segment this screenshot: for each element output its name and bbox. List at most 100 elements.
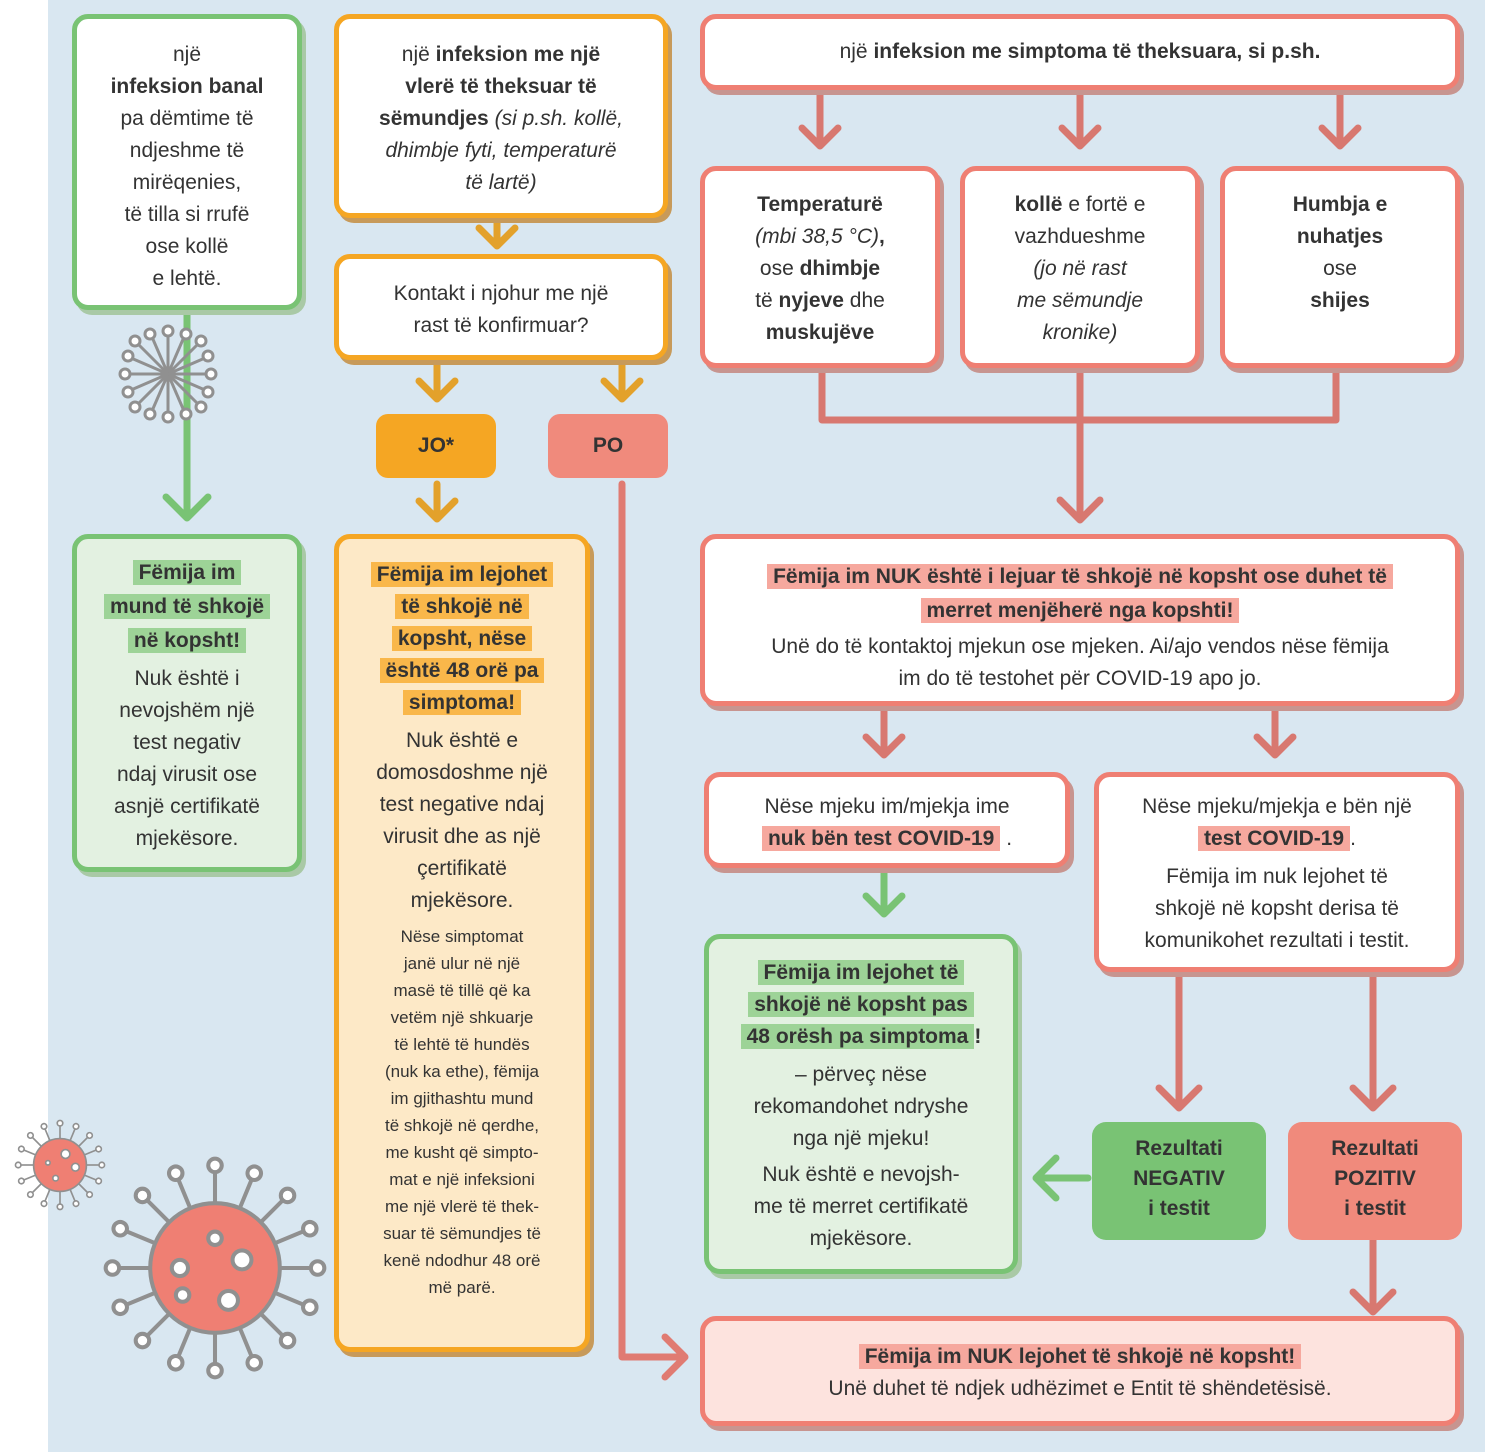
text: një (172, 43, 202, 66)
text: sëmundjes (379, 107, 489, 130)
text: dhimbje (799, 257, 881, 280)
arrow-head-green-2 (862, 892, 906, 918)
text: (mbi 38,5 °C) (755, 225, 880, 248)
answer-no-pill: JO* (376, 414, 496, 478)
text: shkojë në kopsht derisa të (1155, 897, 1399, 920)
box-marked-symptoms: një infeksion me simptoma të theksuara, … (700, 14, 1460, 90)
text: Nëse simptomat (400, 927, 524, 946)
text: NEGATIV (1133, 1167, 1225, 1190)
text: ose (759, 257, 800, 280)
text: Kontakt i njohur me një (393, 282, 609, 305)
text: kenë ndodhur 48 orë (383, 1251, 541, 1270)
arrow-head-orange-4 (415, 497, 459, 523)
text: më parë. (428, 1278, 496, 1297)
arrow-head-red-1 (798, 124, 842, 150)
text: nevojshëm një (119, 699, 255, 722)
arrow-head-red-9 (1349, 1288, 1397, 1316)
answer-yes-pill: PO (548, 414, 668, 478)
box-smell-taste: Humbja e nuhatjes ose shijes (1220, 166, 1460, 368)
arrow-head-red-3 (1318, 124, 1362, 150)
text: Rezultati (1331, 1137, 1419, 1160)
text: të lartë) (465, 171, 537, 194)
text: shijes (1310, 289, 1370, 312)
text: infeksion me një (435, 43, 601, 66)
virus-icon-large (106, 1159, 325, 1378)
box-no-test: Nëse mjeku im/mjekja ime nuk bën test CO… (704, 772, 1070, 868)
text: Nuk është i (134, 667, 240, 690)
text: Nuk është e nevojsh- (762, 1163, 960, 1186)
arrow-head-red-4 (1056, 496, 1104, 524)
text: mat e një infeksioni (389, 1170, 535, 1189)
text: (si p.sh. kollë, (488, 107, 623, 130)
text: Fëmija im NUK është i lejuar të shkojë n… (767, 564, 1393, 589)
virus-icon-small (14, 1119, 106, 1211)
text: Fëmija im lejohet (370, 562, 554, 587)
text: simptoma! (402, 690, 522, 715)
text: nuk bën test COVID-19 (761, 826, 1001, 851)
box-not-allowed-contact-doctor: Fëmija im NUK është i lejuar të shkojë n… (700, 534, 1460, 706)
text: Temperaturë (757, 193, 883, 216)
text: me të merret certifikatë (753, 1195, 969, 1218)
arrow-head-red-8 (1349, 1084, 1397, 1112)
text: të (755, 289, 779, 312)
text: Fëmija im NUK lejohet të shkojë në kopsh… (858, 1344, 1302, 1369)
text: ndjeshme të (129, 139, 245, 162)
text: kollë (1014, 193, 1063, 216)
text: Nuk është e (405, 729, 519, 752)
text: Fëmija im (132, 560, 242, 585)
text: test negative ndaj (379, 793, 545, 816)
text: dhimbje fyti, temperaturë (385, 139, 617, 162)
text: Humbja e (1292, 193, 1388, 216)
arrow-head-red-2 (1058, 124, 1102, 150)
text: një (839, 40, 874, 63)
text: rast të konfirmuar? (413, 314, 589, 337)
connector-po-to-final (618, 480, 684, 1361)
text: dhe (843, 289, 885, 312)
text: nuhatjes (1296, 225, 1384, 248)
text: Nëse mjeku im/mjekja ime (764, 795, 1010, 818)
text: e fortë e (1062, 193, 1146, 216)
box-after-48h-no-symptoms: Fëmija im lejohet të shkojë në kopsht pa… (704, 934, 1018, 1274)
text: mirëqenies, (132, 171, 242, 194)
text: i testit (1148, 1197, 1210, 1220)
text: ose (1323, 257, 1357, 280)
text: suar të sëmundjes të (383, 1224, 541, 1243)
arrow-head-po (661, 1333, 689, 1381)
text: rekomandohet ndryshe (753, 1095, 969, 1118)
text: vlerë të theksuar të (405, 75, 597, 98)
text: Nëse mjeku/mjekja e bën një (1142, 795, 1412, 818)
text: shkojë në kopsht pas (748, 992, 974, 1017)
text: një (401, 43, 436, 66)
text: masë të tillë që ka (393, 981, 531, 1000)
box-covid-test: Nëse mjeku/mjekja e bën një test COVID-1… (1094, 772, 1460, 972)
text: është 48 orë pa (379, 658, 545, 683)
result-negative: Rezultati NEGATIV i testit (1092, 1122, 1266, 1240)
text: mjekësore. (809, 1227, 913, 1250)
text: janë ulur në një (403, 954, 521, 973)
text: im do të testohet për COVID-19 apo jo. (898, 667, 1262, 690)
box-allowed-after-48h: Fëmija im lejohet të shkojë në kopsht, n… (334, 534, 590, 1352)
arrow-head-red-6 (1253, 733, 1297, 759)
text: kronike) (1042, 321, 1118, 344)
text: në kopsht! (127, 628, 247, 653)
box-contact-question: Kontakt i njohur me një rast të konfirmu… (334, 254, 668, 360)
text: të shkojë në qerdhe, (384, 1116, 540, 1135)
text: vetëm një shkuarje (390, 1008, 534, 1027)
text: me kusht që simpto- (385, 1143, 539, 1162)
text: asnjë certifikatë (114, 795, 260, 818)
arrow-head-orange-1 (475, 224, 519, 250)
text: i testit (1344, 1197, 1406, 1220)
text: mjekësore. (135, 827, 239, 850)
text: – përveç nëse (795, 1063, 927, 1086)
text: nga një mjeku! (792, 1127, 930, 1150)
text: Unë duhet të ndjek udhëzimet e Entit të … (828, 1377, 1332, 1400)
text: im gjithashtu mund (390, 1089, 534, 1108)
text: me një vlerë të thek- (384, 1197, 539, 1216)
text: infeksion banal (110, 75, 264, 98)
text: të shkojë në (395, 594, 529, 619)
text: test COVID-19 (1198, 826, 1351, 851)
arrow-head-red-7 (1155, 1084, 1203, 1112)
box-may-attend: Fëmija im mund të shkojë në kopsht! Nuk … (72, 534, 302, 872)
text: (nuk ka ethe), fëmija (384, 1062, 539, 1081)
text: infeksion me simptoma të theksuara, si p… (873, 40, 1321, 63)
